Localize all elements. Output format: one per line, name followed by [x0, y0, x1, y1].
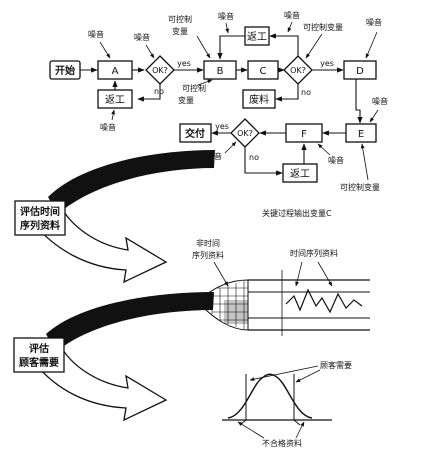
yes-label-2: yes: [320, 59, 334, 68]
controllable-arrow-mid: [197, 79, 213, 86]
rework-label-1: 返工: [105, 94, 125, 106]
start-label: 开始: [55, 64, 75, 77]
eval-time-series-box: [14, 200, 66, 236]
noise-label-b-top: 噪音: [218, 11, 234, 21]
process-a-label: A: [112, 66, 119, 77]
noise-label-d-right: 噪音: [372, 96, 388, 106]
process-e-label: E: [358, 129, 364, 140]
run-chart: [248, 270, 370, 336]
noise-arrow-b-top: [225, 22, 230, 34]
process-f-label: F: [301, 129, 307, 140]
noise-arrow-d-right: [369, 109, 379, 123]
no-label-3: no: [249, 153, 259, 162]
yes-label-1: yes: [177, 59, 191, 68]
decision-ok-1-label: OK?: [152, 66, 168, 75]
arrow-ok3-rework: [244, 147, 283, 176]
process-d-label: D: [356, 66, 364, 77]
non-time-series-line-1: 非时间: [196, 238, 220, 248]
controllable-arrow-b: [196, 35, 211, 59]
arrow-d-e: [355, 79, 363, 124]
rework-box-3: [282, 163, 318, 183]
time-series-arrow-2: [317, 261, 333, 287]
rework-label-2: 返工: [247, 31, 267, 43]
noise-arrow-c-top: [287, 21, 293, 33]
arrow-ok2-scrap: [275, 84, 299, 102]
controllable-label-mid-1: 可控制: [182, 83, 206, 93]
noise-label-a-bottom: 噪音: [100, 122, 116, 132]
non-time-series-line-2: 序列资料: [192, 250, 224, 260]
noise-label-d-top: 噪音: [366, 17, 382, 27]
controllable-label-b-2: 变量: [172, 26, 188, 36]
noise-arrow-ok3: [224, 141, 237, 154]
controllable-arrow-e: [360, 143, 369, 181]
noise-label-f: 噪音: [328, 155, 344, 165]
noise-label-c-top: 噪音: [284, 10, 300, 20]
noise-arrow-a-top: [99, 41, 111, 59]
decision-ok-2-label: OK?: [290, 66, 306, 75]
controllable-label-b-1: 可控制: [168, 14, 192, 24]
eval-customer-box: [13, 337, 65, 373]
noise-arrow-d-top: [365, 31, 378, 59]
eval-time-series-line-1: 评估时间: [20, 205, 60, 218]
controllable-arrow-ok2: [305, 33, 323, 59]
controllable-label-mid-2: 变量: [178, 95, 194, 105]
customer-need-arrow-1: [249, 365, 319, 382]
eval-customer-line-2: 顾客需要: [19, 356, 59, 369]
curved-arrow-customer: [33, 292, 214, 422]
rework-label-3: 返工: [290, 168, 310, 180]
yes-label-3: yes: [215, 122, 229, 131]
no-label-2: no: [301, 88, 311, 97]
noise-arrow-f: [317, 143, 331, 156]
eval-customer-line-1: 评估: [29, 342, 49, 355]
process-c-label: C: [260, 66, 267, 77]
arrow-rework2-b: [217, 35, 245, 60]
customer-need-arrow-2: [295, 369, 321, 383]
process-b-label: B: [217, 66, 224, 77]
nonconforming-arrow-2: [295, 421, 305, 439]
nonconforming-label: 不合格资料: [262, 438, 302, 448]
scrap-label: 废料: [249, 93, 269, 106]
deliver-box: [179, 123, 212, 143]
time-series-label: 时间序列资料: [290, 248, 338, 258]
controllable-label-ok2: 可控制变量: [303, 22, 343, 32]
noise-arrow-ok1: [145, 44, 155, 59]
controllable-label-e: 可控制变量: [340, 182, 380, 192]
no-label-1: no: [154, 87, 164, 96]
arrow-ok1-rework: [137, 84, 161, 102]
noise-label-ok1: 噪音: [134, 32, 150, 42]
process-d-box: [343, 60, 377, 80]
noise-label-a-top: 噪音: [88, 29, 104, 39]
noise-arrow-a-bottom: [111, 109, 116, 121]
deliver-label: 交付: [185, 127, 205, 140]
key-output-label: 关键过程输出变量C: [262, 208, 332, 218]
time-series-arrow-1: [295, 261, 303, 287]
normal-distribution-chart: [222, 373, 332, 426]
decision-ok-3-label: OK?: [237, 129, 253, 138]
non-time-arrow: [213, 261, 229, 287]
eval-time-series-line-2: 序列资料: [20, 219, 60, 232]
customer-need-label: 顾客需要: [320, 360, 352, 370]
scrap-box: [242, 89, 276, 109]
nonconforming-arrow-1: [237, 421, 265, 439]
arrow-ok2-rework: [269, 33, 299, 56]
curved-arrow-time-series: [33, 150, 215, 284]
